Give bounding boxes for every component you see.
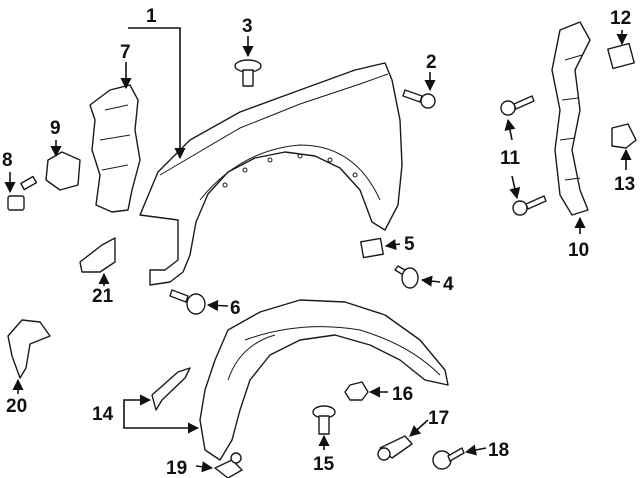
callout-2: 2 (426, 52, 437, 73)
bolt-2-part (402, 89, 436, 109)
callout-10: 10 (568, 240, 589, 261)
callout-18: 18 (488, 440, 509, 461)
callout-19: 19 (166, 458, 187, 478)
clip-17-part (377, 435, 413, 461)
callout-14: 14 (92, 404, 114, 425)
callout-7: 7 (120, 42, 131, 63)
leader-lines (4, 27, 632, 473)
callout-21: 21 (92, 286, 114, 307)
bracket-21-part (79, 237, 116, 273)
callout-17: 17 (428, 408, 449, 429)
bracket-part (89, 84, 141, 213)
clip-3-part (234, 59, 262, 87)
nut-13-part (611, 123, 637, 149)
bolt-4-part (394, 265, 419, 289)
small-bracket-part (45, 151, 81, 191)
callout-16: 16 (392, 384, 413, 405)
callout-11: 11 (500, 148, 521, 169)
bracket-20-part (7, 319, 51, 379)
bolt-18-part (432, 447, 465, 470)
push-pin-15-part (312, 405, 336, 435)
callout-20: 20 (6, 396, 27, 417)
callout-13: 13 (614, 174, 635, 195)
bolt-11-part (500, 95, 547, 216)
clip-19-part (214, 452, 243, 478)
callout-12: 12 (610, 8, 631, 29)
bolt-6-part (169, 289, 206, 315)
callout-4: 4 (443, 274, 454, 295)
clip-5-part (360, 237, 384, 259)
splash-shield-part (151, 299, 449, 461)
reinforcement-part (551, 21, 591, 216)
callout-labels: 1 2 3 4 5 6 7 8 9 10 11 12 13 14 15 16 1… (2, 6, 635, 478)
callout-8: 8 (2, 150, 13, 171)
clip-12-part (607, 42, 635, 70)
callout-15: 15 (313, 454, 335, 475)
callout-9: 9 (50, 118, 61, 139)
callout-6: 6 (230, 298, 241, 319)
callout-5: 5 (404, 234, 415, 255)
callout-3: 3 (242, 16, 253, 37)
nut-16-part (344, 381, 369, 401)
callout-1: 1 (146, 6, 157, 27)
bolt-8-part (7, 175, 38, 211)
fender-part (139, 62, 403, 286)
